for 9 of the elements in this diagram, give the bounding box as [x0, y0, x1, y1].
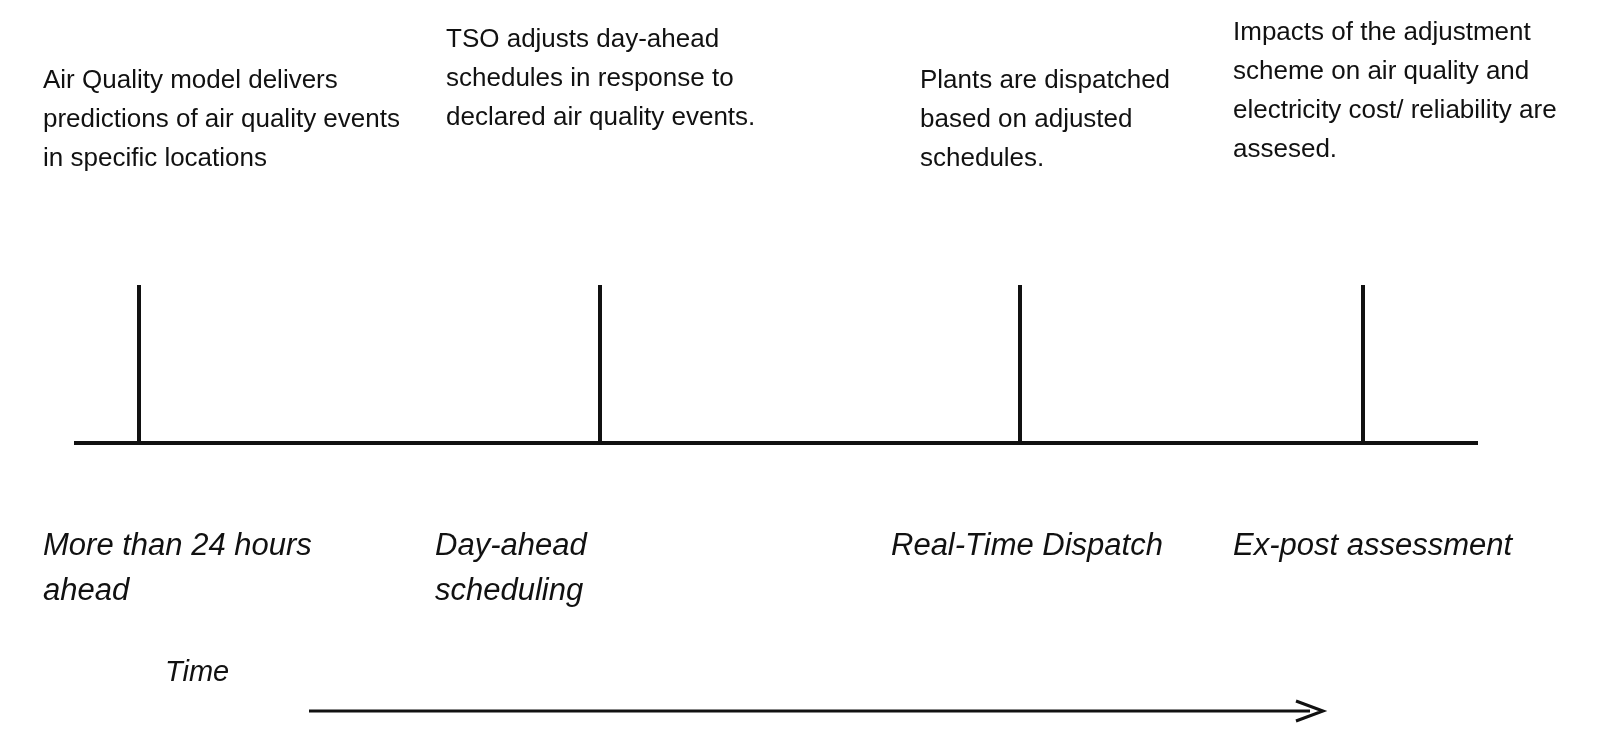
phase-label: Day-ahead scheduling: [435, 526, 589, 609]
phase-label: Real-Time Dispatch: [891, 526, 1164, 564]
event-description: Impacts of the adjustment scheme on air quality and electricity cost/ reliability are assesed.: [1233, 15, 1558, 165]
event-description: TSO adjusts day-ahead schedules in response to declared air quality events.: [446, 22, 757, 133]
phase-label: Ex-post assessment: [1233, 526, 1514, 564]
event-description: Plants are dispatched based on adjusted schedules.: [920, 63, 1172, 174]
axis-label: Time: [165, 655, 231, 688]
event-description: Air Quality model delivers predictions of air quality events in specific locations: [43, 63, 401, 174]
phase-label: More than 24 hours ahead: [43, 526, 313, 609]
